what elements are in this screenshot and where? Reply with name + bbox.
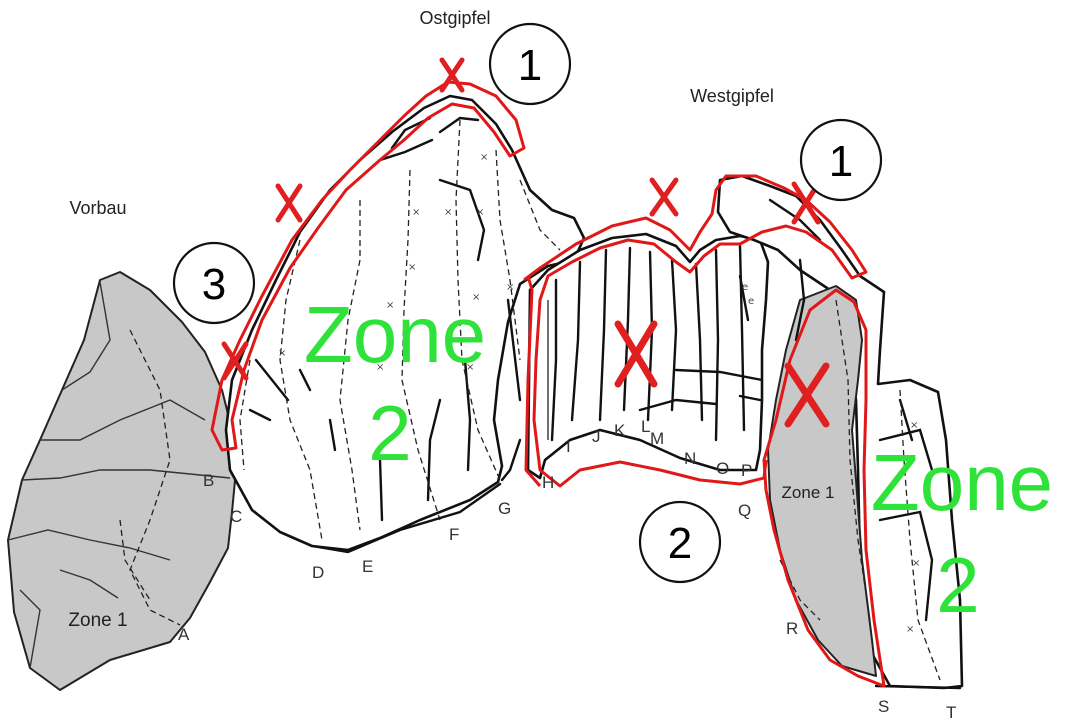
label-zone1-right: Zone 1 — [782, 483, 835, 502]
red-x-left-ridge — [278, 186, 300, 220]
point-I: I — [566, 437, 571, 456]
label-ostgipfel: Ostgipfel — [419, 8, 490, 28]
point-S: S — [878, 697, 889, 716]
svg-text:1: 1 — [518, 41, 542, 90]
svg-text:×: × — [278, 348, 286, 359]
zone2-right-num: 2 — [936, 541, 979, 629]
point-E: E — [362, 557, 373, 576]
middle-rock — [528, 234, 768, 478]
point-R: R — [786, 619, 798, 638]
point-T: T — [946, 703, 956, 722]
point-Q: Q — [738, 501, 751, 520]
svg-text:×: × — [910, 420, 918, 431]
svg-text:×: × — [408, 262, 416, 273]
label-vorbau: Vorbau — [69, 198, 126, 218]
circle-1-west: 1 — [801, 120, 881, 200]
point-N: N — [684, 449, 696, 468]
svg-text:×: × — [912, 558, 920, 569]
circle-1-east: 1 — [490, 24, 570, 104]
zone2-left-word: Zone — [304, 290, 486, 379]
svg-text:×: × — [412, 207, 420, 218]
point-C: C — [230, 507, 242, 526]
point-M: M — [650, 429, 664, 448]
red-x-ostgipfel — [442, 60, 462, 90]
point-F: F — [449, 525, 459, 544]
point-G: G — [498, 499, 511, 518]
svg-text:×: × — [506, 282, 514, 293]
svg-text:2: 2 — [668, 519, 692, 568]
svg-text:e: e — [748, 296, 754, 307]
point-D: D — [312, 563, 324, 582]
svg-text:1: 1 — [829, 137, 853, 186]
point-J: J — [592, 427, 601, 446]
svg-text:3: 3 — [202, 260, 226, 309]
svg-text:e: e — [742, 282, 748, 293]
red-x-middle-top — [652, 180, 676, 214]
point-B: B — [203, 471, 214, 490]
label-westgipfel: Westgipfel — [690, 86, 774, 106]
svg-text:×: × — [906, 624, 914, 635]
circle-3-left: 3 — [174, 243, 254, 323]
circle-2-gap: 2 — [640, 502, 720, 582]
point-P: P — [741, 461, 752, 480]
zone2-left-num: 2 — [368, 389, 411, 477]
point-H: H — [542, 473, 554, 492]
point-O: O — [716, 459, 729, 478]
zone2-right-word: Zone — [871, 438, 1053, 527]
svg-text:×: × — [476, 207, 484, 218]
svg-text:×: × — [480, 152, 488, 163]
label-zone1-left: Zone 1 — [68, 610, 127, 631]
point-A: A — [178, 625, 190, 644]
svg-text:×: × — [444, 207, 452, 218]
point-K: K — [614, 421, 626, 440]
